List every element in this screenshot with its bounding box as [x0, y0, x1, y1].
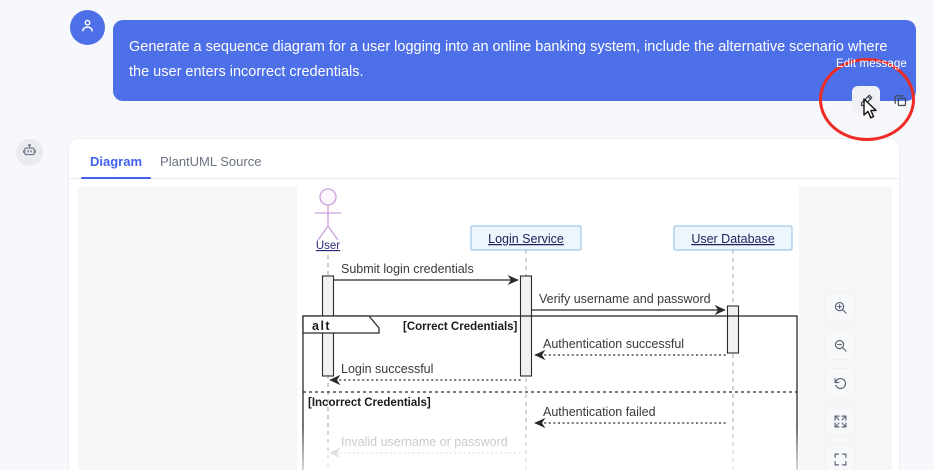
svg-text:Authentication successful: Authentication successful	[543, 337, 684, 351]
tooltip-edit-message: Edit message	[836, 58, 907, 70]
message-login-successful: Login successful	[329, 362, 521, 386]
sequence-diagram-svg: User Login Service User Database	[297, 188, 799, 470]
svg-text:User: User	[316, 240, 340, 252]
assistant-avatar	[16, 139, 43, 166]
avatar	[70, 10, 105, 45]
fullscreen-icon	[833, 452, 848, 467]
activation-login	[519, 275, 533, 377]
robot-icon	[22, 143, 37, 163]
tab-plantuml-source-label: PlantUML Source	[160, 154, 262, 169]
zoom-in-button[interactable]	[825, 292, 855, 322]
copy-message-button[interactable]	[886, 86, 914, 114]
zoom-out-icon	[833, 338, 848, 353]
fragment-guard-incorrect: [Incorrect Credentials]	[308, 397, 431, 409]
diagram-card: Diagram PlantUML Source	[68, 138, 900, 470]
message-authentication-successful: Authentication successful	[534, 337, 726, 361]
participant-user: User	[315, 188, 341, 252]
pencil-icon	[859, 93, 874, 108]
tab-diagram-label: Diagram	[90, 154, 143, 169]
svg-text:Login successful: Login successful	[341, 362, 433, 376]
message-submit-login-credentials: Submit login credentials	[334, 262, 519, 286]
zoom-in-icon	[833, 300, 848, 315]
svg-text:User Database: User Database	[691, 232, 774, 246]
user-message-bubble: Generate a sequence diagram for a user l…	[113, 20, 916, 101]
message-verify-username-and-password: Verify username and password	[532, 292, 726, 316]
participant-login-service: Login Service	[470, 225, 582, 251]
user-message-text: Generate a sequence diagram for a user l…	[129, 39, 888, 80]
svg-text:Login Service: Login Service	[488, 232, 564, 246]
svg-text:Verify username and password: Verify username and password	[539, 292, 711, 306]
message-actions	[852, 86, 914, 114]
fit-screen-icon	[833, 414, 848, 429]
diagram-canvas[interactable]: User Login Service User Database	[78, 187, 892, 470]
fullscreen-button[interactable]	[825, 444, 855, 470]
tab-diagram[interactable]: Diagram	[81, 154, 152, 179]
reset-view-button[interactable]	[825, 368, 855, 398]
user-icon	[79, 17, 96, 39]
zoom-toolbar	[825, 292, 855, 470]
fit-screen-button[interactable]	[825, 406, 855, 436]
svg-text:Authentication failed: Authentication failed	[543, 405, 656, 419]
tab-bar: Diagram PlantUML Source	[69, 139, 899, 179]
mouse-pointer-icon	[863, 98, 879, 125]
copy-icon	[893, 93, 908, 108]
zoom-out-button[interactable]	[825, 330, 855, 360]
fragment-operator-label: alt	[312, 319, 331, 333]
message-authentication-failed: Authentication failed	[534, 405, 726, 429]
fragment-guard-correct: [Correct Credentials]	[403, 321, 518, 333]
fragment-alt: alt [Correct Credentials] [Incorrect Cre…	[302, 315, 798, 470]
diagram-paper: User Login Service User Database	[297, 187, 799, 470]
participant-user-database: User Database	[673, 225, 793, 251]
svg-text:Submit login credentials: Submit login credentials	[341, 262, 474, 276]
tab-plantuml-source[interactable]: PlantUML Source	[151, 154, 270, 178]
reset-rotate-icon	[833, 376, 848, 391]
activation-db	[726, 305, 740, 354]
